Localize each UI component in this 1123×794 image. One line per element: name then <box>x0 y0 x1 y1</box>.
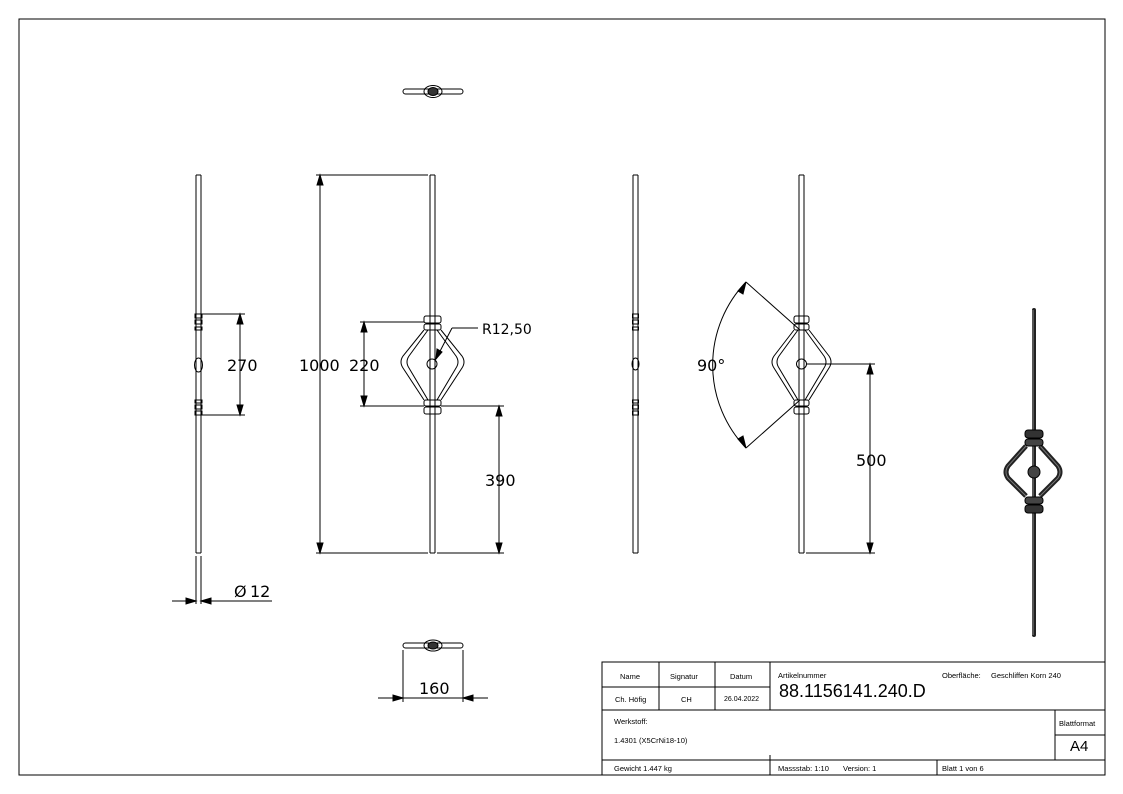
scale: Massstab: 1:10 <box>778 764 829 773</box>
article-number: 88.1156141.240.D <box>779 681 926 701</box>
top-view <box>402 85 464 98</box>
header-date: Datum <box>730 672 753 681</box>
surface-label: Oberfläche: <box>942 671 981 680</box>
isometric-view <box>1003 308 1063 637</box>
material-value: 1.4301 (X5CrNi18-10) <box>614 736 688 745</box>
dim-radius: R12,50 <box>482 322 532 338</box>
material-label: Werkstoff: <box>614 717 648 726</box>
dim-width: 160 <box>419 679 450 698</box>
dim-diameter: 12 <box>250 582 270 601</box>
surface-value: Geschliffen Korn 240 <box>991 671 1061 680</box>
value-signature: CH <box>681 695 692 704</box>
rotated-view <box>712 174 875 555</box>
header-article-number: Artikelnummer <box>778 671 827 680</box>
title-block <box>601 661 1106 776</box>
dim-angle: 90° <box>697 356 725 375</box>
sheet-format-label: Blattformat <box>1059 719 1096 728</box>
weight: Gewicht 1.447 kg <box>614 764 672 773</box>
dim-height-ornament: 220 <box>349 356 380 375</box>
side-view-right <box>631 174 640 554</box>
value-name: Ch. Höfig <box>615 695 647 704</box>
dim-height-total: 1000 <box>299 356 340 375</box>
side-view-left <box>172 174 272 605</box>
dim-ball-height: 500 <box>856 451 887 470</box>
sheet-format-value: A4 <box>1070 738 1089 755</box>
version: Version: 1 <box>843 764 877 773</box>
front-view <box>316 173 504 555</box>
drawing-frame <box>18 18 1106 776</box>
value-date: 26.04.2022 <box>724 696 760 703</box>
diameter-symbol: Ø <box>234 582 247 601</box>
header-signature: Signatur <box>670 672 698 681</box>
header-name: Name <box>620 672 641 681</box>
bottom-view <box>378 639 488 702</box>
dim-lower-section: 390 <box>485 471 516 490</box>
dim-side-ornament: 270 <box>227 356 258 375</box>
sheet-number: Blatt 1 von 6 <box>942 764 984 773</box>
